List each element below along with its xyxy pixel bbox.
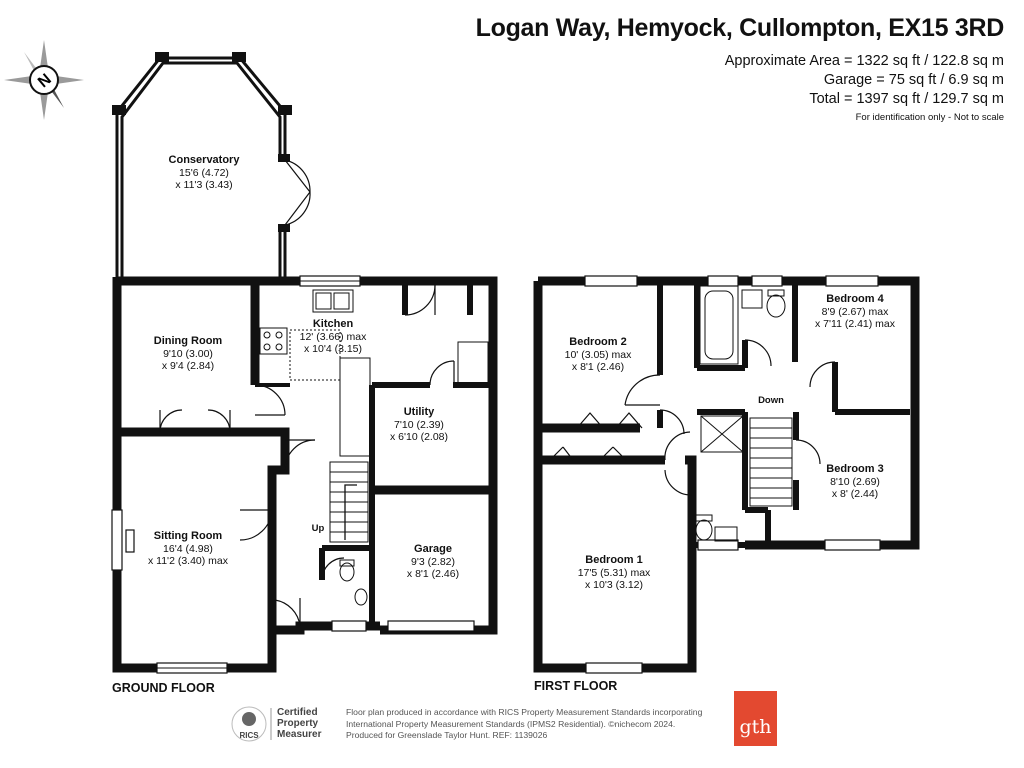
- door-swings: [159, 284, 836, 627]
- footer-credits: Floor plan produced in accordance with R…: [346, 707, 703, 740]
- gth-logo: gth: [734, 691, 777, 746]
- room-conservatory: Conservatory 15'6 (4.72) x 11'3 (3.43): [168, 154, 240, 191]
- fixtures: [259, 285, 786, 606]
- conservatory-posts: [112, 52, 292, 232]
- first-floor-label: FIRST FLOOR: [534, 679, 618, 693]
- disclaimer: For identification only - Not to scale: [855, 112, 1004, 123]
- stairs-down-label: Down: [758, 395, 784, 406]
- room-utility: Utility 7'10 (2.39) x 6'10 (2.08): [389, 406, 449, 443]
- total-area: Total = 1397 sq ft / 129.7 sq m: [809, 91, 1004, 107]
- address-title: Logan Way, Hemyock, Cullompton, EX15 3RD: [475, 14, 1005, 42]
- svg-text:RICS: RICS: [239, 731, 259, 740]
- stairs-up-label: Up: [311, 523, 325, 534]
- room-bedroom-4: Bedroom 4 8'9 (2.67) max x 7'11 (2.41) m…: [814, 293, 896, 330]
- room-bedroom-3: Bedroom 3 8'10 (2.69) x 8' (2.44): [826, 463, 884, 500]
- room-kitchen: Kitchen 12' (3.66) max x 10'4 (3.15): [299, 318, 367, 355]
- room-dining: Dining Room 9'10 (3.00) x 9'4 (2.84): [153, 335, 223, 372]
- conservatory-walls: [115, 56, 287, 277]
- windows: [111, 275, 881, 674]
- approx-area: Approximate Area = 1322 sq ft / 122.8 sq…: [724, 53, 1004, 69]
- ground-floor-label: GROUND FLOOR: [112, 681, 215, 695]
- rics-badge: RICS Certified Property Measurer: [231, 706, 331, 742]
- room-garage: Garage 9'3 (2.82) x 8'1 (2.46): [406, 543, 460, 580]
- first-floor-outer-wall: [533, 281, 697, 673]
- compass-icon: N: [4, 40, 84, 120]
- room-bedroom-1: Bedroom 1 17'5 (5.31) max x 10'3 (3.12): [577, 554, 651, 591]
- garage-area: Garage = 75 sq ft / 6.9 sq m: [823, 72, 1004, 88]
- staircase: [329, 417, 793, 543]
- room-bedroom-2: Bedroom 2 10' (3.05) max x 8'1 (2.46): [564, 336, 632, 373]
- room-sitting: Sitting Room 16'4 (4.98) x 11'2 (3.40) m…: [147, 530, 229, 567]
